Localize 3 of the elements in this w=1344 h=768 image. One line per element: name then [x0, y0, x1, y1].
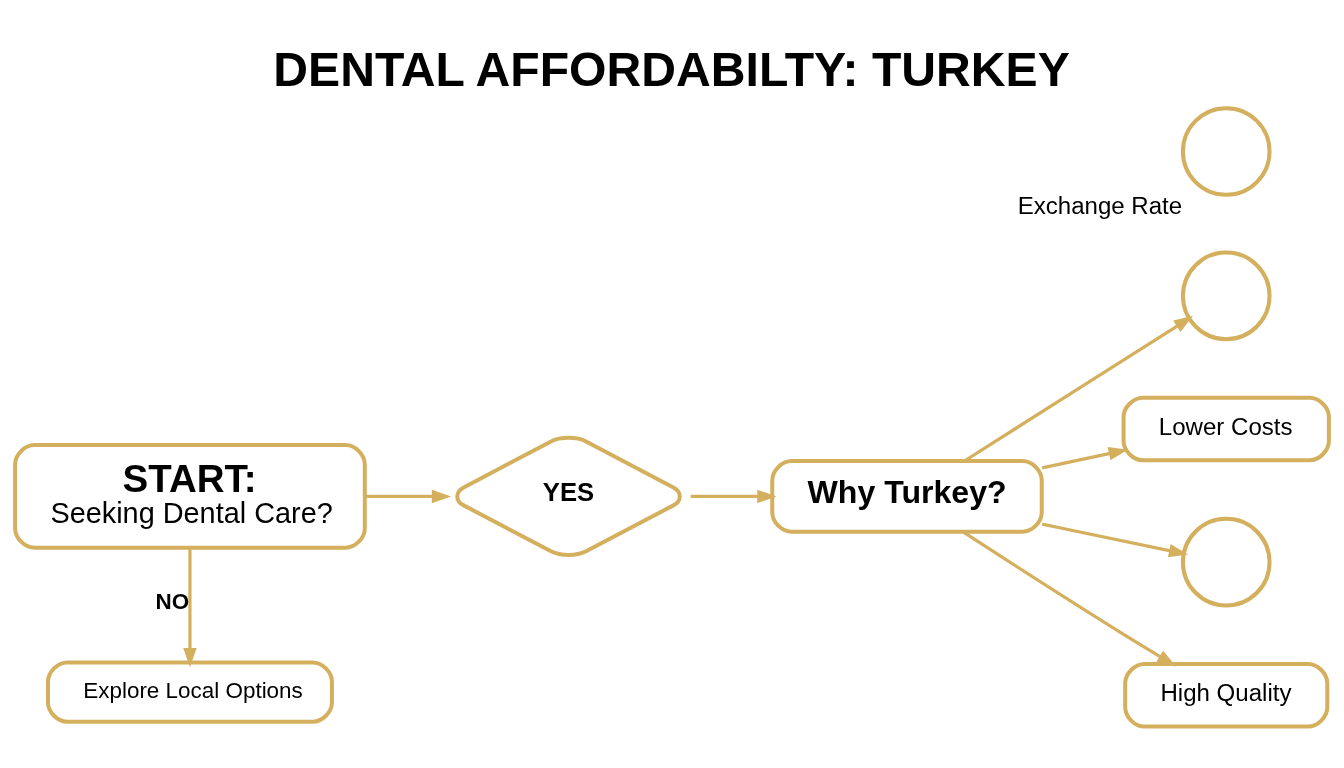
node-label: Exchange Rate [1017, 191, 1183, 219]
edge-label: NO [155, 588, 190, 614]
diagram-title: DENTAL AFFORDABILTY: TURKEY [273, 41, 1070, 96]
